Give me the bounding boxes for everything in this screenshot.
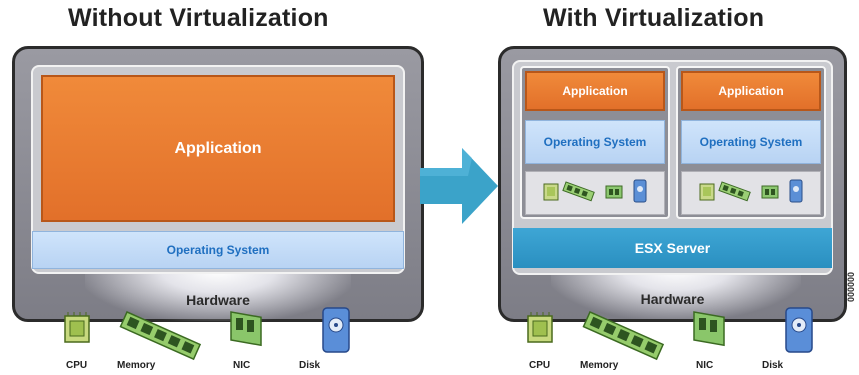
transition-arrow-icon xyxy=(420,148,498,224)
right-stack-panel: Application Operating System Application… xyxy=(512,60,833,275)
disk-drive-icon xyxy=(633,179,647,203)
right-machine-frame: Application Operating System Application… xyxy=(498,46,847,322)
vm2-virtual-hardware xyxy=(681,171,821,215)
vm1-virtual-hardware xyxy=(525,171,665,215)
left-machine-frame: Application Operating System Hardware xyxy=(12,46,424,322)
right-nic-label: NIC xyxy=(696,360,714,371)
vm2-operating-system-block: Operating System xyxy=(681,120,821,164)
memory-stick-icon xyxy=(119,311,202,361)
vm1-operating-system-block: Operating System xyxy=(525,120,665,164)
right-hardware-glow xyxy=(551,269,801,319)
cpu-chip-icon xyxy=(527,312,553,343)
figure-code: 000000 xyxy=(846,272,856,303)
title-with-virtualization: With Virtualization xyxy=(543,4,765,32)
left-hardware-components xyxy=(64,307,350,361)
nic-card-icon xyxy=(605,185,623,199)
disk-drive-icon xyxy=(322,307,350,353)
left-application-block: Application xyxy=(41,75,395,222)
left-hardware-label: Hardware xyxy=(186,292,250,308)
cpu-chip-icon xyxy=(699,183,715,201)
virtual-machine-2: Application Operating System xyxy=(676,66,826,219)
left-nic-label: NIC xyxy=(233,360,251,371)
right-disk-label: Disk xyxy=(762,360,784,371)
left-cpu-label: CPU xyxy=(66,360,88,371)
right-hardware-label: Hardware xyxy=(640,291,705,307)
disk-drive-icon xyxy=(785,307,813,353)
disk-drive-icon xyxy=(789,179,803,203)
title-without-virtualization: Without Virtualization xyxy=(68,4,329,32)
memory-stick-icon xyxy=(718,181,751,202)
nic-card-icon xyxy=(693,311,725,347)
left-disk-label: Disk xyxy=(299,360,321,371)
right-memory-label: Memory xyxy=(580,360,619,371)
left-memory-label: Memory xyxy=(117,360,156,371)
vm2-virtual-hardware-icons xyxy=(699,179,803,203)
cpu-chip-icon xyxy=(543,183,559,201)
nic-card-icon xyxy=(230,311,262,347)
left-operating-system-block: Operating System xyxy=(32,231,404,269)
memory-stick-icon xyxy=(562,181,595,202)
nic-card-icon xyxy=(761,185,779,199)
right-cpu-label: CPU xyxy=(529,360,551,371)
vm1-application-block: Application xyxy=(525,71,665,111)
left-stack-panel: Application Operating System xyxy=(31,65,405,274)
right-hardware-components xyxy=(527,307,813,361)
virtual-machine-1: Application Operating System xyxy=(520,66,670,219)
memory-stick-icon xyxy=(582,311,665,361)
esx-server-block: ESX Server xyxy=(513,228,832,268)
vm2-application-block: Application xyxy=(681,71,821,111)
cpu-chip-icon xyxy=(64,312,90,343)
vm1-virtual-hardware-icons xyxy=(543,179,647,203)
